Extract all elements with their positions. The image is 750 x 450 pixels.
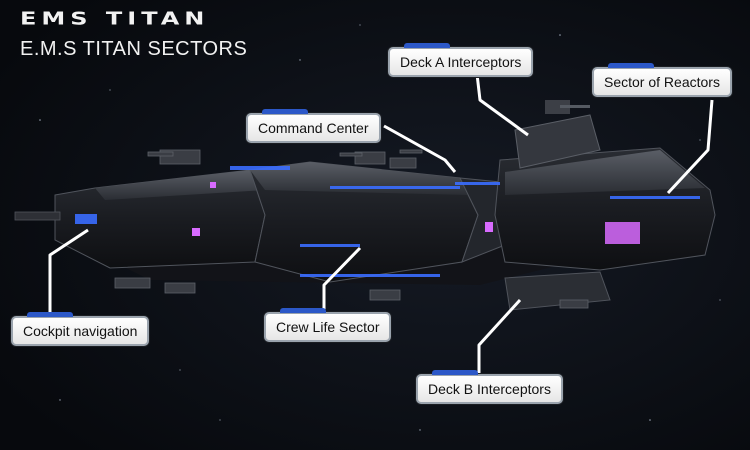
leader-lines xyxy=(48,73,714,376)
blue-light-strips xyxy=(75,166,700,277)
callout-deck-a-interceptors: Deck A Interceptors xyxy=(388,43,534,77)
stars xyxy=(39,24,721,431)
turrets xyxy=(114,149,589,309)
callout-cockpit-navigation: Cockpit navigation xyxy=(11,312,150,346)
callout-crew-life-sector: Crew Life Sector xyxy=(264,308,392,342)
deck-a-tower xyxy=(514,114,601,169)
callout-sector-of-reactors: Sector of Reactors xyxy=(592,63,732,97)
ems-titan-logo: EMS TITAN xyxy=(20,8,210,29)
page-title: E.M.S TITAN SECTORS xyxy=(20,38,248,60)
ship xyxy=(14,100,716,311)
callout-command-center: Command Center xyxy=(246,109,381,143)
reactor-glows xyxy=(192,182,640,244)
callout-deck-b-interceptors: Deck B Interceptors xyxy=(416,370,563,404)
